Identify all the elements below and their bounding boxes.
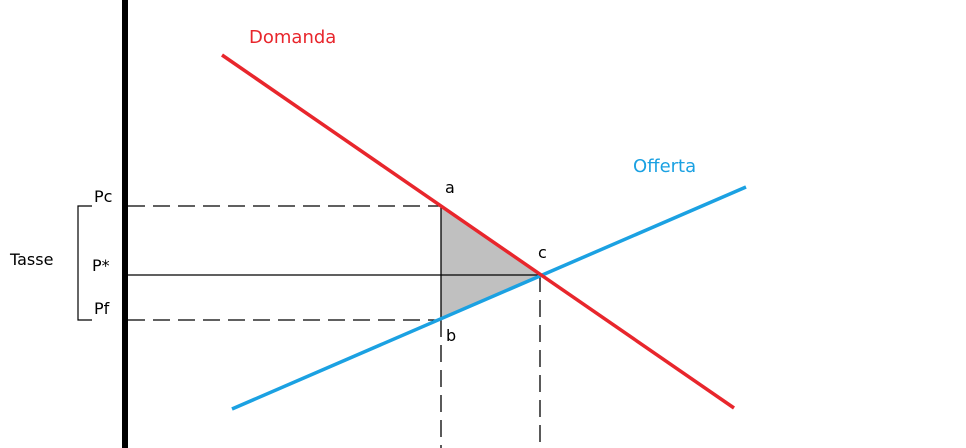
- p-star-label: P*: [92, 256, 110, 275]
- tax-bracket: [77, 205, 92, 321]
- point-a-label: a: [445, 178, 455, 197]
- pf-label: Pf: [94, 299, 110, 318]
- point-b-label: b: [446, 326, 456, 345]
- demand-label: Domanda: [249, 27, 336, 48]
- pc-label: Pc: [94, 187, 112, 206]
- supply-curve: [231, 185, 747, 411]
- demand-curve: [221, 53, 735, 410]
- supply-label: Offerta: [633, 156, 696, 177]
- tax-label: Tasse: [9, 250, 53, 269]
- point-c-label: c: [538, 243, 547, 262]
- deadweight-loss-triangle: [441, 206, 540, 320]
